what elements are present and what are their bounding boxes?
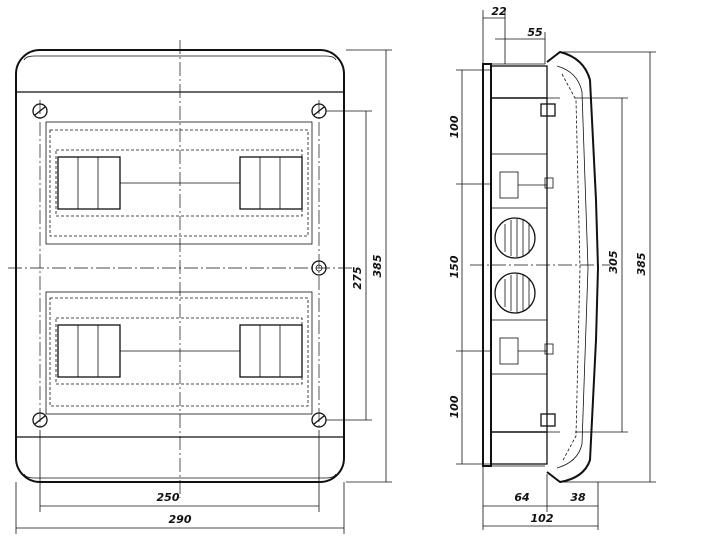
side-depth-total-label: 102 [531, 512, 554, 525]
side-depth-top-b-label: 55 [527, 26, 543, 39]
side-door-height-label: 305 [607, 250, 620, 273]
side-depth-door-label: 38 [570, 491, 586, 504]
side-door [546, 50, 600, 484]
upper-module-row [45, 121, 313, 245]
side-outer-height-label: 385 [635, 252, 648, 275]
side-section-dims [456, 69, 491, 465]
side-section-bot-label: 100 [448, 395, 461, 418]
cable-knockout-lower [494, 272, 536, 314]
side-top-dims [482, 10, 546, 64]
front-mount-height-label: 275 [351, 266, 364, 289]
side-section-top-label: 100 [448, 115, 461, 138]
front-outer-height-label: 385 [371, 254, 384, 277]
cable-knockout-upper [494, 217, 536, 259]
front-outer-width-label: 290 [169, 513, 192, 526]
lower-module-row [45, 291, 313, 415]
side-depth-top-a-label: 22 [491, 5, 507, 18]
front-width-dims [15, 430, 345, 534]
front-view: 275 385 250 290 [8, 40, 392, 534]
front-height-dims [326, 49, 392, 483]
side-bottom-dims [482, 466, 599, 530]
side-section-mid-label: 150 [448, 255, 461, 278]
side-depth-body-label: 64 [514, 491, 529, 504]
side-height-dims [560, 51, 656, 483]
front-inner-width-label: 250 [157, 491, 180, 504]
side-view: 100 150 100 305 385 22 55 [448, 5, 656, 530]
